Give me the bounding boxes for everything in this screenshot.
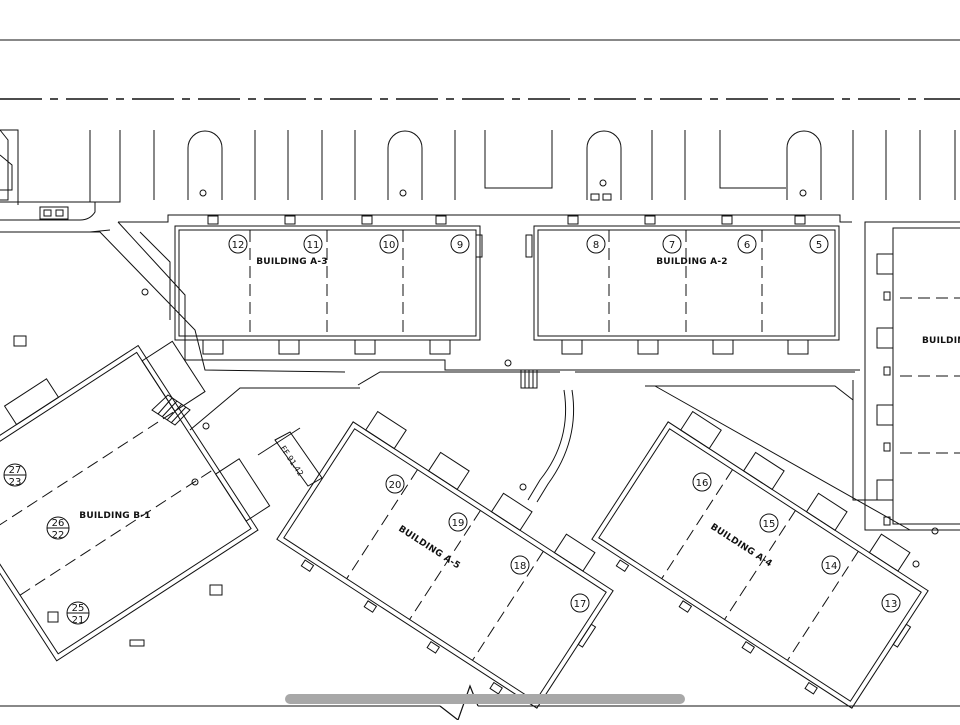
building-a5-unit-markers <box>385 474 590 613</box>
building-right-label: BUILDIN <box>922 336 960 346</box>
unit-number: 15 <box>763 519 776 530</box>
building-a2 <box>525 215 840 355</box>
building-a3-label: BUILDING A-3 <box>256 257 328 267</box>
unit-number: 25 <box>72 603 85 614</box>
unit-number: 17 <box>574 599 587 610</box>
building-a2-unit-numbers: 8 7 6 5 <box>593 240 822 251</box>
unit-number: 21 <box>72 615 85 626</box>
unit-number: 12 <box>232 240 245 251</box>
building-a4 <box>591 410 929 709</box>
building-right <box>864 221 960 531</box>
building-a5-label: BUILDING A-5 <box>396 524 461 571</box>
parking-stalls <box>0 129 956 205</box>
building-a4-unit-numbers: 16 15 14 13 <box>696 478 898 610</box>
building-b1-unit-markers <box>3 463 90 625</box>
building-a5 <box>276 410 614 709</box>
unit-number: 13 <box>885 599 898 610</box>
walkway-inner <box>139 231 171 320</box>
misc-marks <box>0 527 960 721</box>
ff-elevation-leader <box>257 427 301 456</box>
ff-elevation-label: FF 91.42 <box>278 444 305 478</box>
building-a2-label: BUILDING A-2 <box>656 257 728 267</box>
center-stair <box>504 359 575 503</box>
walkway-top <box>118 214 852 223</box>
building-b1-unit-numbers: 27 23 26 22 25 21 <box>9 465 85 626</box>
unit-number: 9 <box>457 240 463 251</box>
unit-number: 8 <box>593 240 599 251</box>
unit-number: 11 <box>307 240 320 251</box>
unit-number: 5 <box>816 240 822 251</box>
unit-number: 7 <box>669 240 675 251</box>
unit-number: 19 <box>452 518 465 529</box>
unit-number: 27 <box>9 465 22 476</box>
unit-number: 6 <box>744 240 750 251</box>
ff-elevation-box <box>274 431 323 487</box>
walkway-top-lower <box>117 221 860 371</box>
building-a4-unit-markers <box>692 472 901 613</box>
horizontal-scrollbar[interactable] <box>285 694 685 704</box>
unit-number: 20 <box>389 480 402 491</box>
building-b1-label: BUILDING B-1 <box>79 511 150 521</box>
unit-number: 14 <box>825 561 838 572</box>
building-b1 <box>0 340 271 662</box>
unit-number: 10 <box>383 240 396 251</box>
left-edge-structure <box>0 129 111 233</box>
building-b1-stair <box>13 288 223 647</box>
building-a3 <box>174 215 483 355</box>
unit-number: 26 <box>52 518 65 529</box>
building-a5-unit-numbers: 20 19 18 17 <box>389 480 587 610</box>
walkway-diag <box>189 387 346 431</box>
walkway-lines <box>0 231 880 501</box>
unit-number: 16 <box>696 478 709 489</box>
building-a3-unit-numbers: 12 11 10 9 <box>232 240 464 251</box>
unit-number: 23 <box>9 477 22 488</box>
walkway-diag-right <box>645 385 911 531</box>
unit-number: 22 <box>52 530 65 541</box>
unit-number: 18 <box>514 561 527 572</box>
